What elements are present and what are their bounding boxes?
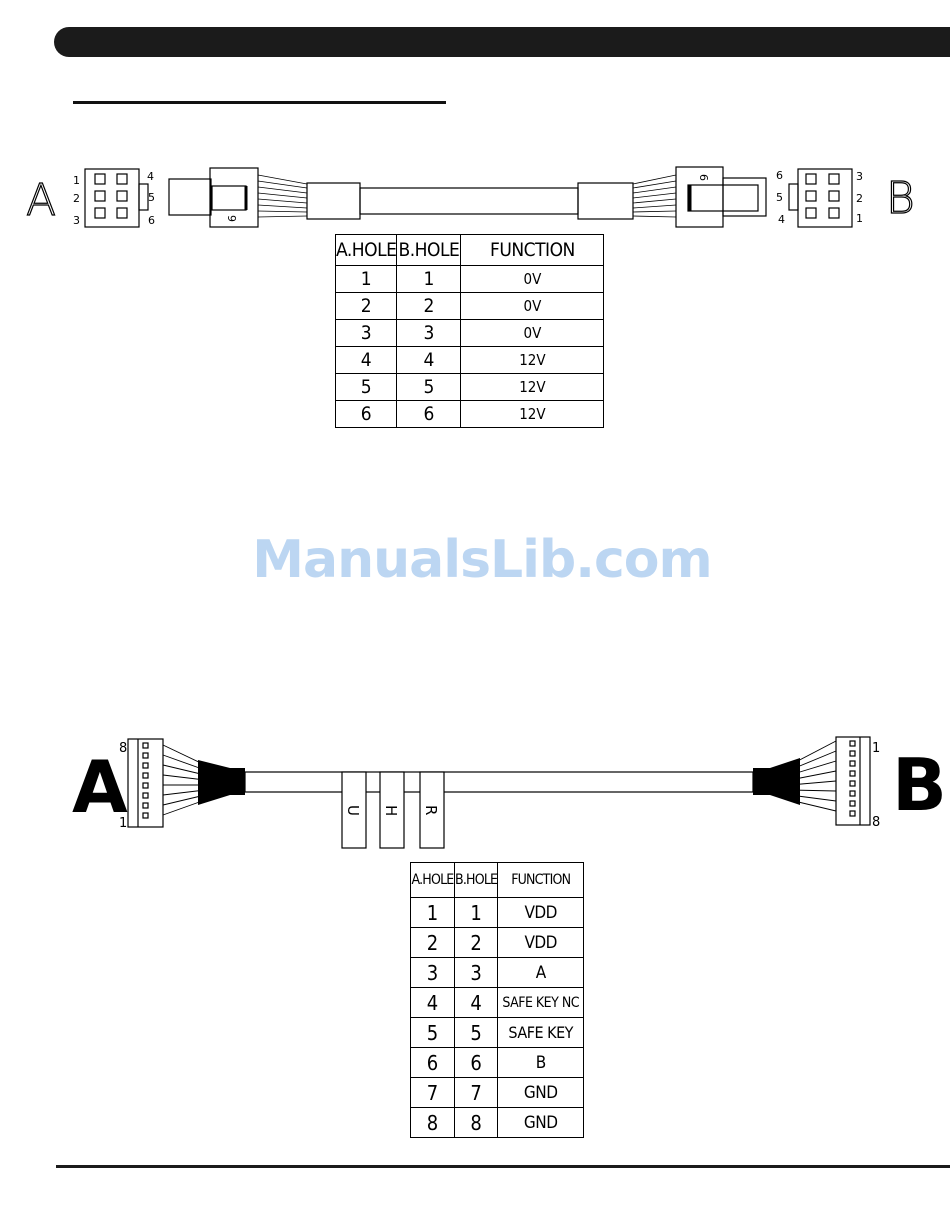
function-cell: VDD — [498, 898, 584, 928]
cable-2-diagram: A 8 1 U H R 1 8 B — [0, 0, 950, 860]
cable-2-cable — [245, 772, 753, 792]
b-hole-cell: 1 — [455, 898, 498, 928]
b-hole-cell: 4 — [455, 988, 498, 1018]
cable-2-tag-h: H — [382, 805, 400, 816]
function-cell: SAFE KEY NC — [498, 988, 584, 1018]
header-b-hole: B.HOLE — [455, 863, 498, 898]
cable-2-tag-r: R — [422, 805, 440, 815]
cable-2-b-pin-bottom: 8 — [872, 815, 880, 830]
a-hole-cell: 6 — [411, 1048, 455, 1078]
header-function: FUNCTION — [498, 863, 584, 898]
header-a-hole: A.HOLE — [411, 863, 455, 898]
function-cell: B — [498, 1048, 584, 1078]
cable-2-connector-a — [128, 739, 163, 827]
cable-2-a-pin-bottom: 1 — [119, 816, 127, 831]
a-hole-cell: 7 — [411, 1078, 455, 1108]
function-cell: GND — [498, 1108, 584, 1138]
cable-2-tag-u: U — [344, 805, 362, 816]
a-hole-cell: 2 — [411, 928, 455, 958]
cable-2-connector-b — [836, 737, 870, 825]
function-cell: VDD — [498, 928, 584, 958]
table-header-row: A.HOLE B.HOLE FUNCTION — [411, 863, 584, 898]
cable-2-a-pin-top: 8 — [119, 741, 127, 756]
function-cell: A — [498, 958, 584, 988]
function-cell: SAFE KEY — [498, 1018, 584, 1048]
cable-2-b-pin-top: 1 — [872, 741, 880, 756]
b-hole-cell: 5 — [455, 1018, 498, 1048]
b-hole-cell: 6 — [455, 1048, 498, 1078]
cable-2-crimp-a — [198, 760, 245, 805]
a-hole-cell: 4 — [411, 988, 455, 1018]
footer-rule — [56, 1165, 950, 1168]
a-hole-cell: 8 — [411, 1108, 455, 1138]
a-hole-cell: 1 — [411, 898, 455, 928]
function-cell: GND — [498, 1078, 584, 1108]
a-hole-cell: 5 — [411, 1018, 455, 1048]
cable-2-crimp-b — [753, 758, 800, 805]
b-hole-cell: 7 — [455, 1078, 498, 1108]
b-hole-cell: 2 — [455, 928, 498, 958]
a-hole-cell: 3 — [411, 958, 455, 988]
b-hole-cell: 3 — [455, 958, 498, 988]
b-hole-cell: 8 — [455, 1108, 498, 1138]
cable-2-end-b-label: B — [892, 743, 947, 827]
